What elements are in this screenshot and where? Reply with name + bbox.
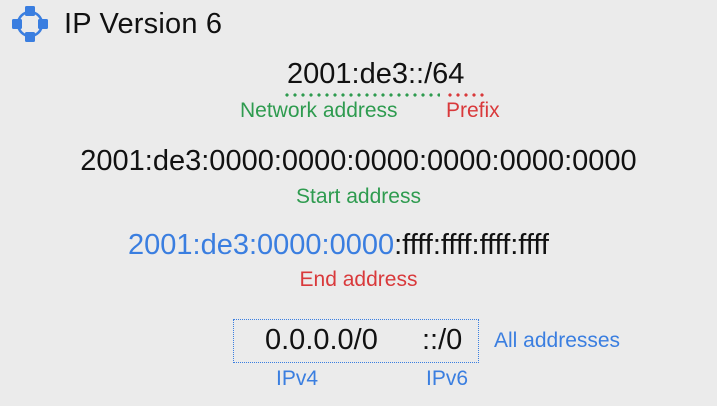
prefix-label: Prefix bbox=[446, 99, 500, 122]
ipv4-all-cidr: 0.0.0.0/0 bbox=[265, 324, 378, 356]
prefix-part-underline bbox=[446, 93, 488, 97]
slide-header: IP Version 6 bbox=[10, 4, 222, 44]
start-address-label: Start address bbox=[296, 185, 421, 208]
end-address-host-part: :ffff:ffff:ffff:ffff bbox=[394, 229, 549, 261]
prefix-cidr: 2001:de3::/64 bbox=[287, 58, 465, 90]
end-address-network-part: 2001:de3:0000:0000 bbox=[128, 229, 395, 261]
page-title: IP Version 6 bbox=[64, 7, 223, 40]
end-address-label: End address bbox=[299, 268, 418, 291]
end-address: 2001:de3:0000:0000:ffff:ffff:ffff:ffff bbox=[128, 229, 549, 262]
all-addresses-box bbox=[233, 319, 479, 363]
ipv6-label: IPv6 bbox=[426, 367, 469, 390]
network-part-underline bbox=[283, 93, 440, 97]
all-addresses-label: All addresses bbox=[494, 329, 621, 352]
ipv4-label: IPv4 bbox=[276, 367, 319, 390]
network-address-label: Network address bbox=[240, 99, 398, 122]
ipv6-all-cidr: ::/0 bbox=[422, 324, 463, 356]
start-address: 2001:de3:0000:0000:0000:0000:0000:0000 bbox=[80, 145, 637, 177]
network-nodes-icon bbox=[12, 6, 48, 42]
